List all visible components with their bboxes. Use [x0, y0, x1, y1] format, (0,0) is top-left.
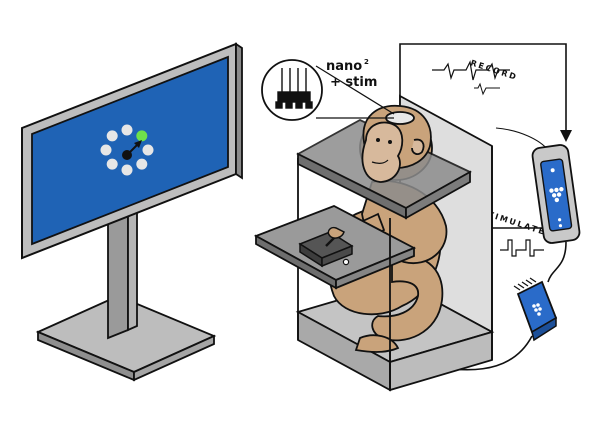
record-cable — [399, 43, 567, 138]
joystick-shelf — [253, 205, 417, 290]
neural-waveform — [432, 60, 510, 81]
device-name: nano — [326, 59, 362, 74]
device-version: 2 — [364, 58, 369, 66]
grape-logo-icon — [549, 187, 564, 203]
target — [106, 130, 118, 142]
target — [121, 124, 133, 136]
target — [121, 164, 133, 176]
recording-unit — [531, 144, 581, 244]
monitor — [21, 42, 243, 382]
stimulator-box — [513, 277, 558, 342]
target — [136, 158, 148, 170]
monitor-stand — [107, 205, 129, 340]
target-active — [136, 130, 148, 142]
stim-pulses — [500, 239, 544, 257]
target — [100, 144, 112, 156]
device-stim-label: + stim — [330, 75, 377, 90]
target — [106, 158, 118, 170]
monkey-hand — [327, 226, 345, 239]
monitor-screen — [31, 55, 229, 246]
electrode-array-icon — [275, 68, 313, 109]
electrode-callout-circle — [261, 59, 323, 121]
monkey-foot — [354, 334, 400, 353]
electrode-callout: nano 2 + stim — [261, 58, 395, 121]
target-ring — [100, 124, 154, 176]
cursor-dot — [122, 150, 132, 160]
target — [142, 144, 154, 156]
